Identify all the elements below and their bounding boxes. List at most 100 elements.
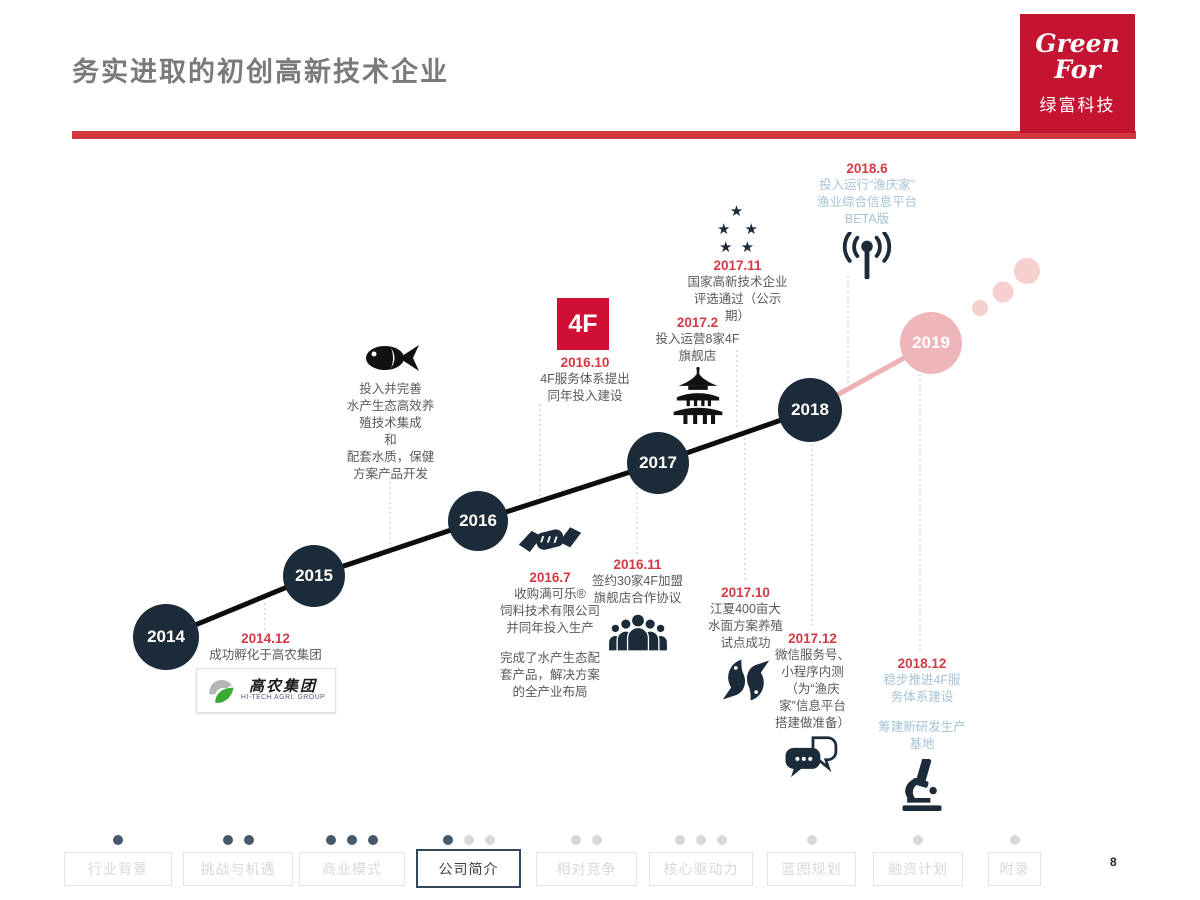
- tab-appendix[interactable]: 附录: [988, 852, 1041, 886]
- milestone-text: 的全产业布局: [512, 685, 588, 699]
- nav-progress-dots: [64, 835, 172, 845]
- future-dots-icon: [972, 258, 1040, 316]
- nav-progress-dots: [416, 835, 521, 845]
- milestone-text: 投入并完善: [359, 382, 422, 396]
- page-title: 务实进取的初创高新技术企业: [72, 57, 449, 87]
- milestone-text: 并同年投入生产: [506, 621, 594, 635]
- tab-core-drivers[interactable]: 核心驱动力: [649, 852, 753, 886]
- koi-fish-icon: [720, 654, 772, 706]
- nav-progress-dots: [649, 835, 753, 845]
- milestone-text: 试点成功: [720, 636, 771, 650]
- milestone-text: 和: [384, 433, 397, 447]
- milestone-text: 同年投入建设: [547, 389, 623, 403]
- milestone-text: 国家高新技术企业: [687, 275, 788, 289]
- milestone-2016-07: 2016.7 收购满可乐® 饲料技术有限公司 并同年投入生产 完成了水产生态配 …: [470, 518, 630, 701]
- tab-blueprint-planning[interactable]: 蓝图规划: [767, 852, 856, 886]
- tab-financing-plan[interactable]: 融资计划: [873, 852, 963, 886]
- milestone-text: 务体系建设: [890, 690, 954, 704]
- year-label: 2014: [147, 627, 185, 646]
- nav-progress-dots: [988, 835, 1041, 845]
- tab-business-model[interactable]: 商业模式: [299, 852, 405, 886]
- milestone-text: 旗舰店合作协议: [593, 591, 682, 605]
- milestone-text: 稳步推进4F服: [883, 673, 961, 687]
- milestone-text: 渔业综合信息平台: [816, 195, 917, 209]
- milestone-text: 4F服务体系提出: [540, 372, 630, 386]
- company-logo: Green For 绿富科技: [1020, 14, 1135, 133]
- year-label: 2016: [459, 511, 497, 530]
- logo-company-name: 绿富科技: [1039, 96, 1116, 117]
- tab-relative-competition[interactable]: 相对竞争: [536, 852, 637, 886]
- milestone-text: 完成了水产生态配: [499, 651, 600, 665]
- milestone-date: 2017.2: [676, 315, 719, 330]
- nav-progress-dots: [299, 835, 405, 845]
- milestone-date: 2016.11: [613, 557, 662, 572]
- milestone-text: 筹建新研发生产: [878, 720, 966, 734]
- year-label: 2017: [639, 453, 677, 472]
- page-number: 8: [1110, 855, 1117, 869]
- partner-logo-name: 高农集团: [248, 677, 317, 695]
- microscope-icon: [899, 757, 945, 811]
- milestone-text: 成功孵化于高农集团: [209, 648, 322, 662]
- milestone-date: 2018.6: [846, 161, 888, 176]
- pagoda-icon: [672, 367, 724, 429]
- nav-progress-dots: [767, 835, 856, 845]
- milestone-text: 配套水质，保健: [346, 450, 435, 464]
- timeline-node-2015: 2015: [283, 545, 345, 607]
- milestone-text: 套产品，解决方案: [499, 668, 600, 682]
- milestone-2018-12: 2018.12 稳步推进4F服 务体系建设 筹建新研发生产 基地: [852, 655, 992, 816]
- timeline-node-2018: 2018: [778, 378, 842, 442]
- timeline-node-2016: 2016: [448, 491, 508, 551]
- year-label: 2019: [912, 333, 950, 352]
- tab-industry-background[interactable]: 行业背景: [64, 852, 172, 886]
- antenna-icon: [840, 231, 894, 282]
- logo-script-line2: For: [1054, 55, 1101, 84]
- handshake-icon: [517, 518, 583, 564]
- milestone-2017-11: ★ ★★ ★ ★ 2017.11 国家高新技术企业 评选通过（公示 期）: [670, 203, 805, 325]
- milestone-text: 收购满可乐®: [514, 587, 586, 601]
- milestone-text: 基地: [909, 737, 935, 751]
- milestone-date: 2016.7: [529, 570, 571, 585]
- partner-logo-subtitle: HI-TECH AGRI. GROUP: [240, 694, 326, 701]
- milestone-text: 小程序内测: [781, 665, 844, 679]
- timeline-node-2019: 2019: [900, 312, 962, 374]
- milestone-date: 2017.10: [721, 585, 770, 600]
- nav-progress-dots: [536, 835, 637, 845]
- milestone-2017-02: 2017.2 投入运营8家4F 旗舰店: [635, 314, 760, 434]
- leaf-icon: [206, 678, 236, 704]
- milestone-2014-12: 2014.12 成功孵化于高农集团 高农集团 HI-TECH AGRI. GRO…: [188, 630, 343, 713]
- milestone-date: 2018.12: [897, 656, 947, 671]
- milestone-date: 2014.12: [241, 631, 290, 646]
- tab-challenges-opportunities[interactable]: 挑战与机遇: [183, 852, 293, 886]
- year-label: 2018: [791, 400, 829, 419]
- milestone-2017-10: 2017.10 江夏400亩大 水面方案养殖 试点成功: [683, 584, 808, 711]
- milestone-text: 微信服务号、: [774, 648, 850, 662]
- milestone-text: 水面方案养殖: [707, 619, 783, 633]
- milestone-text: 方案产品开发: [352, 467, 428, 481]
- chat-bubbles-icon: [785, 735, 841, 779]
- milestone-date: 2017.11: [713, 258, 762, 273]
- tab-company-profile[interactable]: 公司简介: [416, 849, 521, 888]
- timeline-node-2014: 2014: [133, 604, 199, 670]
- header-rule: [72, 131, 1136, 139]
- nav-progress-dots: [183, 835, 293, 845]
- milestone-date: 2016.10: [560, 355, 610, 370]
- milestone-text: 期）: [724, 309, 750, 323]
- milestone-text: 殖技术集成: [359, 416, 422, 430]
- logo-script-line1: Green: [1035, 28, 1120, 58]
- milestone-text: BETA版: [844, 212, 890, 226]
- milestone-text: 旗舰店: [678, 349, 717, 363]
- milestone-text: 评选通过（公示: [693, 292, 782, 306]
- timeline-node-2017: 2017: [627, 432, 689, 494]
- milestone-date: 2017.12: [788, 631, 837, 646]
- year-label: 2015: [295, 566, 333, 585]
- nav-progress-dots: [873, 835, 963, 845]
- milestone-text: 水产生态高效养: [346, 399, 435, 413]
- milestone-text: 家”信息平台: [779, 699, 846, 713]
- partner-logo: 高农集团 HI-TECH AGRI. GROUP: [195, 668, 336, 713]
- team-icon: [606, 611, 670, 652]
- milestone-aquaculture-rnd: 投入并完善 水产生态高效养 殖技术集成 和 配套水质，保健 方案产品开发: [318, 340, 463, 483]
- milestone-2016-10: 2016.10 4F服务体系提出 同年投入建设: [505, 354, 665, 405]
- milestone-text: （为“渔庆: [785, 682, 840, 696]
